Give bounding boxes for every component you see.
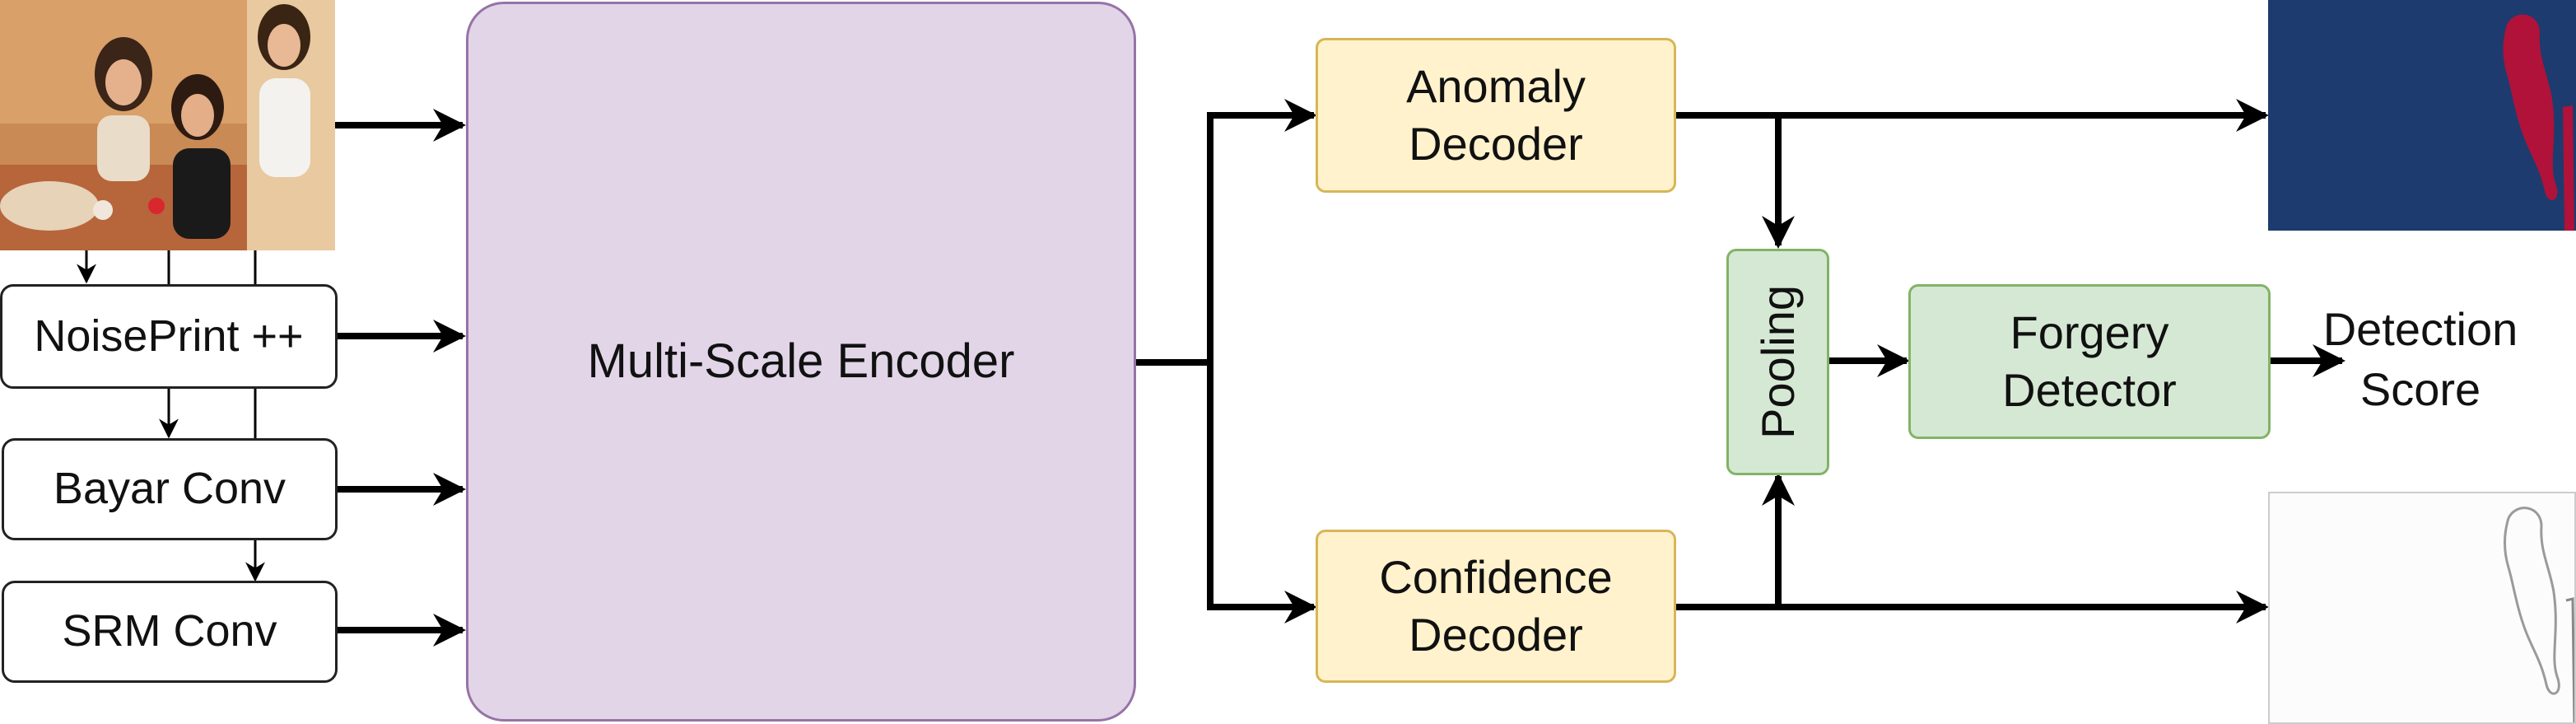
pooling-label: Pooling — [1751, 285, 1804, 439]
confidence-decoder-line1: Confidence — [1379, 551, 1613, 603]
confidence-map-illustration — [2270, 493, 2574, 722]
detection-score-line1: Detection — [2322, 303, 2518, 355]
pooling-box: Pooling — [1726, 249, 1829, 475]
srm-conv-box: SRM Conv — [2, 581, 338, 683]
noiseprint-label: NoisePrint ++ — [34, 311, 304, 361]
anomaly-decoder-line2: Decoder — [1409, 118, 1583, 170]
input-image — [0, 0, 335, 250]
forgery-detector-line2: Detector — [2002, 364, 2177, 416]
bayar-conv-label: Bayar Conv — [53, 464, 286, 514]
forgery-detector-box: Forgery Detector — [1908, 284, 2271, 439]
input-photo-illustration — [0, 0, 335, 250]
bayar-conv-box: Bayar Conv — [2, 438, 338, 540]
anomaly-map-output — [2268, 0, 2576, 231]
anomaly-map-illustration — [2268, 0, 2576, 231]
anomaly-decoder-box: Anomaly Decoder — [1316, 38, 1676, 193]
noiseprint-box: NoisePrint ++ — [0, 284, 338, 389]
detection-score-line2: Score — [2359, 362, 2481, 415]
anomaly-decoder-line1: Anomaly — [1406, 60, 1586, 112]
srm-conv-label: SRM Conv — [62, 606, 277, 656]
confidence-decoder-line2: Decoder — [1409, 609, 1583, 661]
forgery-detector-line1: Forgery — [2010, 306, 2169, 358]
encoder-label: Multi-Scale Encoder — [587, 334, 1015, 388]
multi-scale-encoder-box: Multi-Scale Encoder — [466, 2, 1136, 722]
detection-score-label: Detection Score — [2305, 300, 2536, 420]
confidence-decoder-box: Confidence Decoder — [1316, 530, 1676, 683]
confidence-map-output — [2268, 492, 2576, 724]
